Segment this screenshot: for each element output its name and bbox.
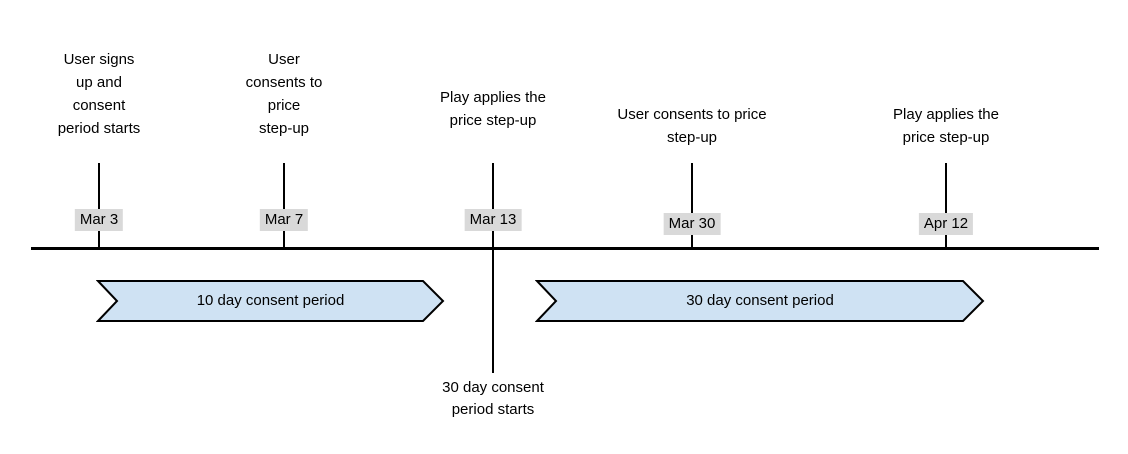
note-line: 30 day consent (442, 379, 544, 396)
event-tick-apr12 (945, 163, 947, 250)
event-description-line: step-up (666, 129, 718, 146)
consent-period-banner-10day (96, 280, 445, 322)
event-description-line: price step-up (902, 129, 990, 146)
event-description-line: up and (76, 74, 122, 91)
event-tick-mar30 (691, 163, 693, 250)
date-label-mar3: Mar 3 (74, 209, 124, 231)
event-description-line: User (268, 51, 300, 68)
event-description-mar13: Play applies the price step-up (413, 86, 573, 132)
event-description-line: Play applies the (893, 106, 999, 123)
banner-arrow-shape (535, 280, 985, 322)
event-description-line: price (267, 97, 301, 114)
event-description-mar3: User signs up and consent period starts (39, 48, 159, 140)
consent-period-label-30day: 30 day consent period (686, 292, 834, 309)
event-description-mar30: User consents to price step-up (592, 103, 792, 149)
event-tick-mar13 (492, 163, 494, 373)
date-label-mar30: Mar 30 (663, 213, 721, 235)
event-description-line: period starts (57, 120, 141, 137)
event-tick-mar3 (98, 163, 100, 250)
event-description-line: consent (72, 97, 126, 114)
event-description-line: User consents to price (617, 106, 767, 123)
event-description-mar7: User consents to price step-up (224, 48, 344, 140)
event-description-line: consents to (245, 74, 323, 91)
note-line: period starts (451, 401, 535, 418)
date-label-apr12: Apr 12 (918, 213, 974, 235)
date-label-mar7: Mar 7 (259, 209, 309, 231)
date-label-mar13: Mar 13 (464, 209, 522, 231)
note-30day-period-starts: 30 day consent period starts (413, 377, 573, 421)
event-description-line: step-up (258, 120, 310, 137)
event-description-line: User signs (63, 51, 135, 68)
event-description-line: price step-up (449, 112, 537, 129)
banner-arrow-shape (96, 280, 445, 322)
event-description-apr12: Play applies the price step-up (866, 103, 1026, 149)
consent-period-banner-30day (535, 280, 985, 322)
event-description-line: Play applies the (440, 89, 546, 106)
timeline-axis (31, 247, 1099, 250)
event-tick-mar7 (283, 163, 285, 250)
consent-period-label-10day: 10 day consent period (196, 292, 345, 309)
